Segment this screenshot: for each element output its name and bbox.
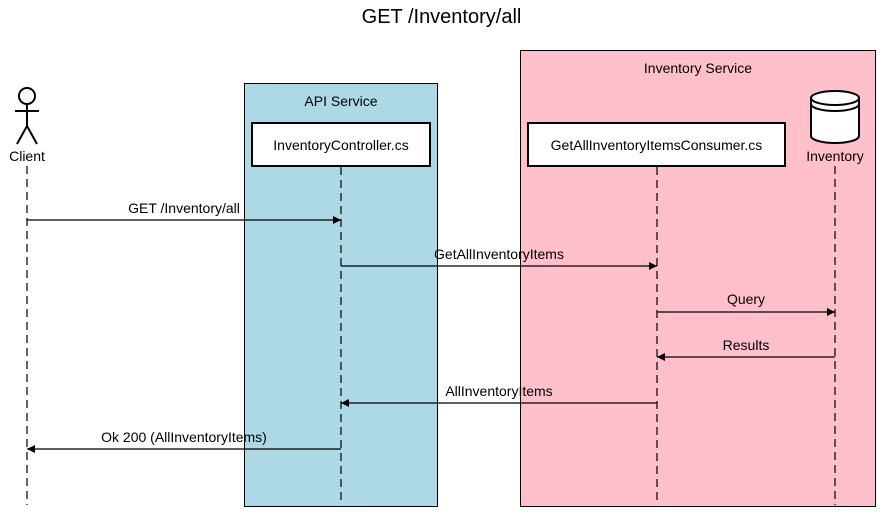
message-label-query: Query [726, 291, 766, 307]
consumer-participant: GetAllInventoryItemsConsumer.cs [527, 122, 786, 167]
api-service-label: API Service [304, 93, 378, 109]
message-label-all-items: AllInventoryItems [445, 383, 553, 399]
message-label-get-inventory: GET /Inventory/all [128, 200, 240, 216]
inventory-service-label: Inventory Service [643, 60, 753, 76]
diagram-title: GET /Inventory/all [361, 6, 522, 28]
message-label-results: Results [722, 337, 770, 353]
database-label: Inventory [806, 148, 864, 164]
message-label-ok: Ok 200 (AllInventoryItems) [101, 429, 267, 445]
controller-participant: InventoryController.cs [251, 122, 431, 167]
message-label-get-all-items: GetAllInventoryItems [434, 246, 564, 262]
client-actor-icon [15, 87, 39, 145]
client-label: Client [9, 148, 45, 164]
database-icon [810, 90, 860, 144]
